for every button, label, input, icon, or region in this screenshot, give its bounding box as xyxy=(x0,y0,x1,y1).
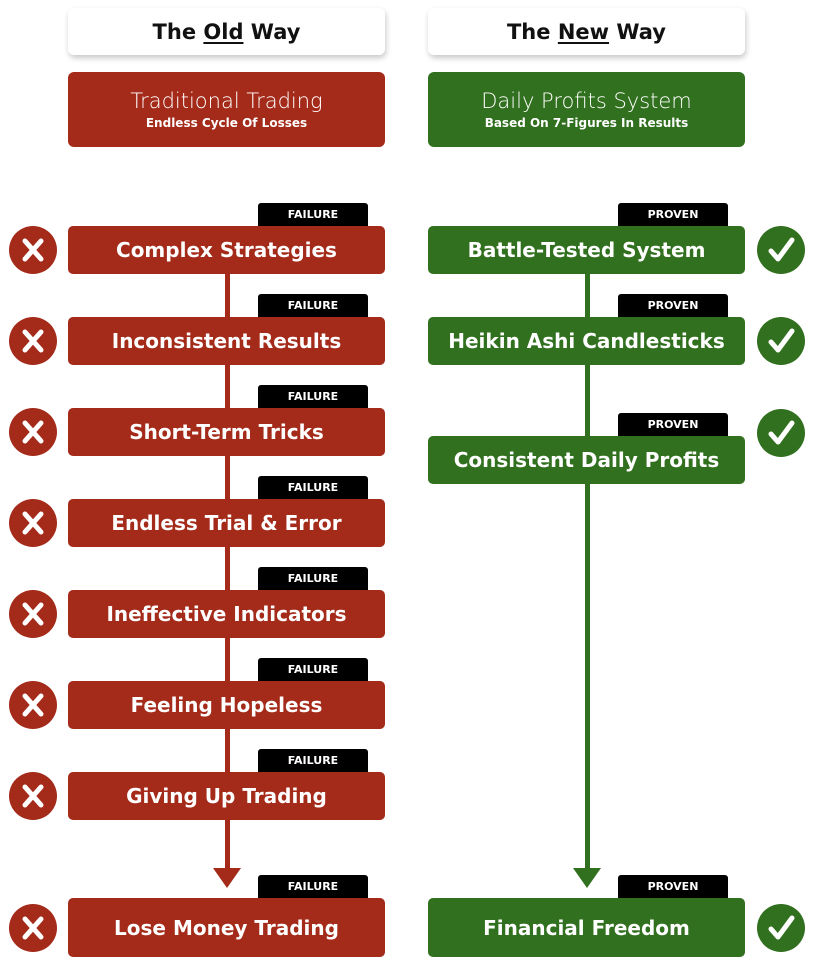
subtitle: Endless Cycle Of Losses xyxy=(145,116,308,130)
header-text: The xyxy=(152,19,204,44)
old-step-box: Lose Money Trading xyxy=(68,898,385,957)
old-status-tag: FAILURE xyxy=(258,567,368,590)
title: Traditional Trading xyxy=(130,89,323,113)
new-step-box: Battle-Tested System xyxy=(428,226,745,274)
x-circle-icon xyxy=(9,499,57,547)
old-way-header: The Old Way xyxy=(68,8,385,55)
new-status-tag: PROVEN xyxy=(618,203,728,226)
header-emphasis: Old xyxy=(203,19,244,44)
new-step-box: Consistent Daily Profits xyxy=(428,436,745,484)
header-text: Way xyxy=(243,19,301,44)
old-step-box: Endless Trial & Error xyxy=(68,499,385,547)
old-status-tag: FAILURE xyxy=(258,385,368,408)
new-step-box: Financial Freedom xyxy=(428,898,745,957)
old-status-tag: FAILURE xyxy=(258,749,368,772)
old-status-tag: FAILURE xyxy=(258,203,368,226)
x-circle-icon xyxy=(9,226,57,274)
check-circle-icon xyxy=(757,409,805,457)
new-way-title-box: Daily Profits System Based On 7-Figures … xyxy=(428,72,745,147)
header-emphasis: New xyxy=(557,19,610,44)
old-step-box: Inconsistent Results xyxy=(68,317,385,365)
x-circle-icon xyxy=(9,317,57,365)
old-status-tag: FAILURE xyxy=(258,294,368,317)
old-step-box: Ineffective Indicators xyxy=(68,590,385,638)
new-step-box: Heikin Ashi Candlesticks xyxy=(428,317,745,365)
old-status-tag: FAILURE xyxy=(258,476,368,499)
old-way-title-box: Traditional Trading Endless Cycle Of Los… xyxy=(68,72,385,147)
x-circle-icon xyxy=(9,408,57,456)
new-way-header: The New Way xyxy=(428,8,745,55)
subtitle: Based On 7-Figures In Results xyxy=(484,116,689,130)
check-circle-icon xyxy=(757,226,805,274)
new-status-tag: PROVEN xyxy=(618,294,728,317)
old-step-box: Giving Up Trading xyxy=(68,772,385,820)
old-step-box: Short-Term Tricks xyxy=(68,408,385,456)
x-circle-icon xyxy=(9,681,57,729)
new-status-tag: PROVEN xyxy=(618,413,728,436)
x-circle-icon xyxy=(9,590,57,638)
old-status-tag: FAILURE xyxy=(258,658,368,681)
x-circle-icon xyxy=(9,904,57,952)
old-flow-arrow xyxy=(213,868,241,888)
x-circle-icon xyxy=(9,772,57,820)
old-flow-line xyxy=(225,272,230,872)
check-circle-icon xyxy=(757,317,805,365)
new-flow-line xyxy=(585,272,590,872)
title: Daily Profits System xyxy=(481,89,692,113)
header-text: The xyxy=(506,19,558,44)
check-circle-icon xyxy=(757,904,805,952)
old-step-box: Feeling Hopeless xyxy=(68,681,385,729)
new-flow-arrow xyxy=(573,868,601,888)
old-step-box: Complex Strategies xyxy=(68,226,385,274)
header-text: Way xyxy=(609,19,666,44)
old-status-tag: FAILURE xyxy=(258,875,368,898)
new-status-tag: PROVEN xyxy=(618,875,728,898)
